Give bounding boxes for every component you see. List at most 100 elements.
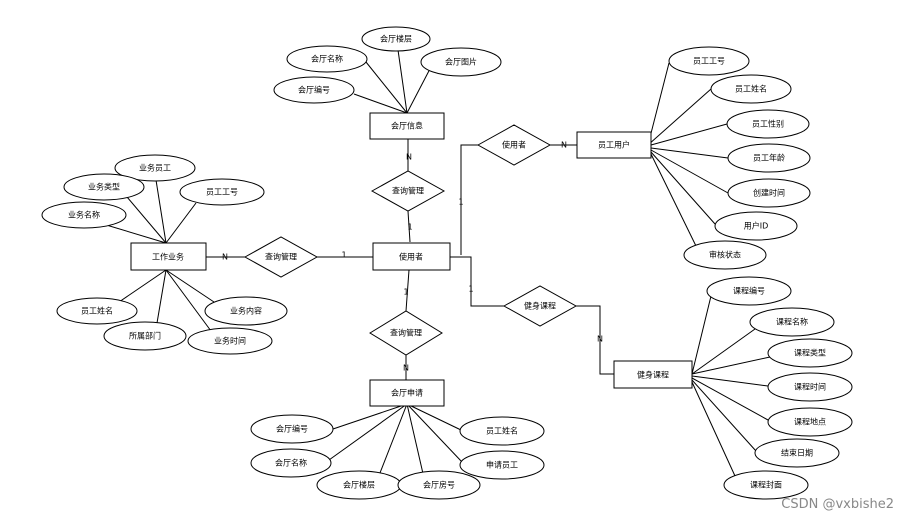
attr-fit-time: 课程时间 bbox=[767, 372, 853, 402]
attr-apply-room: 会厅房号 bbox=[397, 470, 481, 500]
entity-hall-info-label: 会厅信息 bbox=[391, 121, 423, 131]
edge-work-empid bbox=[165, 202, 197, 244]
attr-hall-number-label: 会厅编号 bbox=[298, 85, 330, 95]
rel-fitness-label: 健身课程 bbox=[524, 301, 556, 311]
attr-fit-number: 课程编号 bbox=[706, 276, 792, 306]
attr-fit-number-label: 课程编号 bbox=[733, 286, 765, 296]
attr-hall-name: 会厅名称 bbox=[286, 45, 368, 73]
card-work-1: 1 bbox=[341, 251, 346, 260]
rel-query-hall: 查询管理 bbox=[370, 170, 446, 212]
edge-hall-name bbox=[365, 61, 408, 114]
edge-user-use bbox=[460, 144, 478, 255]
card-work-n: N bbox=[222, 253, 228, 262]
edge-apply-number bbox=[332, 403, 408, 430]
attr-emp-userid: 用户ID bbox=[714, 211, 798, 241]
edge-fit-number bbox=[691, 295, 712, 375]
attr-emp-name: 员工姓名 bbox=[710, 74, 792, 104]
attr-apply-floor-label: 会厅楼层 bbox=[343, 480, 375, 490]
entity-work-business: 工作业务 bbox=[130, 242, 207, 271]
attr-fit-time-label: 课程时间 bbox=[794, 382, 826, 392]
edge-work-dept bbox=[156, 269, 167, 324]
attr-hall-name-label: 会厅名称 bbox=[311, 54, 343, 64]
attr-work-salesman: 业务员工 bbox=[114, 154, 196, 182]
edge-apply-empname bbox=[406, 403, 462, 431]
entity-fitness-course-label: 健身课程 bbox=[637, 370, 669, 380]
edge-hall-floor bbox=[397, 49, 408, 114]
attr-work-time: 业务时间 bbox=[187, 327, 273, 355]
attr-hall-image-label: 会厅图片 bbox=[445, 57, 477, 67]
edge-work-content bbox=[165, 269, 215, 303]
attr-apply-applicant-label: 申请员工 bbox=[486, 460, 518, 470]
attr-apply-number-label: 会厅编号 bbox=[276, 424, 308, 434]
attr-work-empname-label: 员工姓名 bbox=[81, 306, 113, 316]
attr-fit-name-label: 课程名称 bbox=[776, 317, 808, 327]
edge-query-user bbox=[407, 210, 411, 243]
entity-user: 使用者 bbox=[372, 242, 451, 271]
edge-user-query3 bbox=[405, 269, 410, 312]
attr-fit-enddate-label: 结束日期 bbox=[781, 448, 813, 458]
attr-work-name-label: 业务名称 bbox=[68, 210, 100, 220]
edge-work-time bbox=[165, 269, 212, 332]
attr-work-empname: 员工姓名 bbox=[56, 297, 138, 325]
attr-emp-age: 员工年龄 bbox=[727, 143, 811, 173]
attr-work-type-label: 业务类型 bbox=[88, 182, 120, 192]
attr-work-content: 业务内容 bbox=[204, 296, 288, 326]
attr-hall-image: 会厅图片 bbox=[420, 47, 502, 77]
cardinalities: N 1 N 1 N 1 1 N 1 N bbox=[222, 141, 603, 373]
attr-emp-id-label: 员工工号 bbox=[693, 57, 725, 66]
attr-work-time-label: 业务时间 bbox=[214, 336, 246, 346]
edge-hall-image bbox=[406, 64, 433, 114]
rel-query-hall-label: 查询管理 bbox=[392, 186, 424, 196]
edge-fit-place bbox=[691, 377, 769, 421]
attr-emp-age-label: 员工年龄 bbox=[753, 153, 785, 163]
edge-fitness-course bbox=[575, 305, 614, 375]
attr-emp-status: 审核状态 bbox=[683, 240, 767, 270]
edge-emp-name bbox=[647, 88, 712, 146]
card-hall-n: N bbox=[406, 153, 412, 162]
attr-emp-name-label: 员工姓名 bbox=[735, 84, 767, 94]
edge-apply-applicant bbox=[406, 403, 463, 463]
rel-query-apply-label: 查询管理 bbox=[390, 328, 422, 338]
entity-hall-application-label: 会厅申请 bbox=[391, 388, 423, 398]
edge-fit-type bbox=[691, 356, 771, 375]
attr-apply-number: 会厅编号 bbox=[250, 414, 334, 444]
entity-fitness-course: 健身课程 bbox=[613, 360, 693, 389]
entity-hall-info: 会厅信息 bbox=[369, 112, 445, 140]
edges bbox=[102, 49, 771, 479]
attr-hall-floor-label: 会厅楼层 bbox=[380, 34, 412, 44]
edge-fit-name bbox=[691, 328, 756, 375]
attr-fit-place: 课程地点 bbox=[767, 407, 853, 437]
rel-use-label: 使用者 bbox=[502, 140, 526, 150]
attr-fit-name: 课程名称 bbox=[749, 307, 835, 337]
attr-emp-created-label: 创建时间 bbox=[753, 188, 785, 198]
attr-work-name: 业务名称 bbox=[41, 201, 127, 229]
attr-work-empid: 员工工号 bbox=[179, 178, 265, 206]
rel-query-work: 查询管理 bbox=[243, 236, 319, 278]
attr-emp-gender-label: 员工性别 bbox=[752, 119, 784, 129]
attr-emp-gender: 员工性别 bbox=[726, 109, 810, 139]
edge-emp-userid bbox=[650, 151, 716, 225]
attr-apply-name: 会厅名称 bbox=[250, 448, 332, 478]
edge-apply-name bbox=[328, 403, 408, 461]
edge-emp-status bbox=[650, 153, 697, 247]
watermark-label: CSDN @vxbishe2 bbox=[781, 497, 894, 512]
edge-fit-time bbox=[691, 375, 769, 387]
edge-fit-enddate bbox=[691, 379, 757, 452]
attr-fit-place-label: 课程地点 bbox=[794, 417, 826, 427]
attr-work-type: 业务类型 bbox=[63, 173, 145, 201]
attr-fit-enddate: 结束日期 bbox=[754, 438, 840, 468]
edge-work-salesman bbox=[155, 179, 167, 244]
entity-employee-user-label: 员工用户 bbox=[598, 140, 630, 150]
card-fit-n: N bbox=[597, 335, 603, 344]
attr-work-empid-label: 员工工号 bbox=[206, 188, 238, 197]
attr-hall-floor: 会厅楼层 bbox=[361, 26, 431, 52]
edge-work-empname bbox=[118, 269, 167, 303]
attr-work-content-label: 业务内容 bbox=[230, 306, 262, 316]
attr-fit-cover: 课程封面 bbox=[723, 470, 809, 500]
rel-query-work-label: 查询管理 bbox=[265, 252, 297, 262]
attr-work-dept-label: 所属部门 bbox=[129, 331, 161, 341]
edge-fit-cover bbox=[691, 381, 736, 477]
edge-emp-created bbox=[650, 149, 729, 194]
attr-apply-room-label: 会厅房号 bbox=[423, 480, 455, 490]
